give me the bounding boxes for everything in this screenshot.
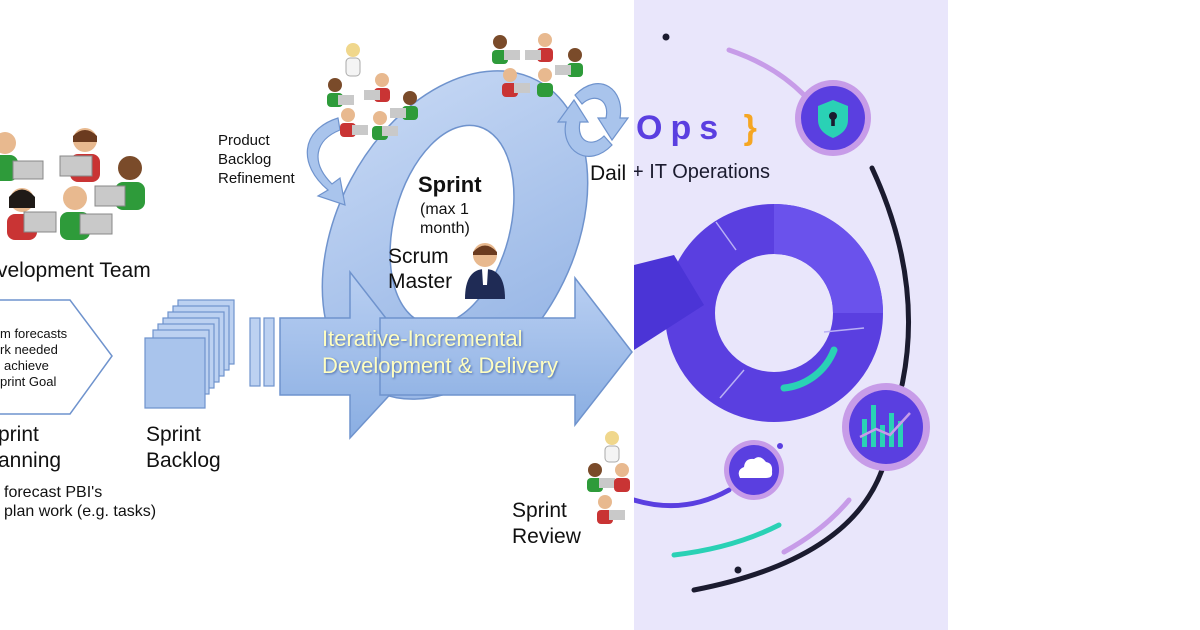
bar-chart-icon [842, 383, 930, 471]
sprint-review-line1: Sprint [512, 499, 567, 522]
devops-subtitle: + IT Operations [634, 161, 771, 183]
development-team-people [0, 128, 145, 240]
devops-graphics [634, 33, 930, 593]
planning-text-line4: print Goal [0, 374, 57, 389]
sprint-backlog-line2: Backlog [146, 449, 221, 472]
scrum-master-line2: Master [388, 270, 453, 293]
daily-scrum-label: Dail [590, 162, 627, 185]
blank-area [948, 0, 1200, 630]
forecast-note-line1: forecast PBI's [4, 484, 103, 501]
sprint-review-line2: Review [512, 525, 581, 548]
sprint-title: Sprint [418, 172, 482, 197]
sprint-backlog-line1: Sprint [146, 423, 201, 446]
sprint-planning-line2: anning [0, 449, 62, 472]
refinement-arrow [306, 117, 346, 206]
devops-loop-ring [634, 204, 883, 422]
iterative-banner-line1: Iterative-Incremental [322, 326, 523, 351]
refinement-team-people [327, 43, 418, 140]
daily-scrum-cycle [556, 83, 630, 157]
sprint-planning-line1: print [0, 423, 39, 446]
sprint-backlog-stack [144, 299, 235, 409]
sprint-duration-line2: month) [420, 220, 470, 237]
iterative-banner-line2: Development & Delivery [322, 353, 558, 378]
devops-logo-suffix: Ops } [636, 109, 765, 147]
devops-panel: Ops } + IT Operations [634, 0, 948, 630]
iterative-arrow [279, 269, 633, 440]
forecast-note-line2: plan work (e.g. tasks) [4, 503, 157, 520]
sprint-duration-line1: (max 1 [420, 201, 469, 218]
arrow-bar-2 [263, 317, 275, 387]
development-team-label: velopment Team [0, 259, 151, 282]
refinement-label-line3: Refinement [218, 170, 295, 187]
planning-chevron [0, 299, 113, 415]
refinement-label-line2: Backlog [218, 151, 272, 168]
scrum-master-line1: Scrum [388, 245, 449, 268]
scrum-diagram-graphics [0, 33, 633, 524]
scrum-master-figure [465, 243, 505, 299]
review-team-people [587, 431, 630, 524]
cloud-icon [724, 440, 784, 500]
planning-text-line3: achieve [4, 358, 49, 373]
shield-lock-icon [795, 80, 871, 156]
daily-team-people [492, 33, 583, 97]
planning-text-line2: rk needed [0, 342, 58, 357]
refinement-label-line1: Product [218, 132, 270, 149]
planning-text-line1: m forecasts [0, 326, 68, 341]
arrow-bar-1 [249, 317, 261, 387]
